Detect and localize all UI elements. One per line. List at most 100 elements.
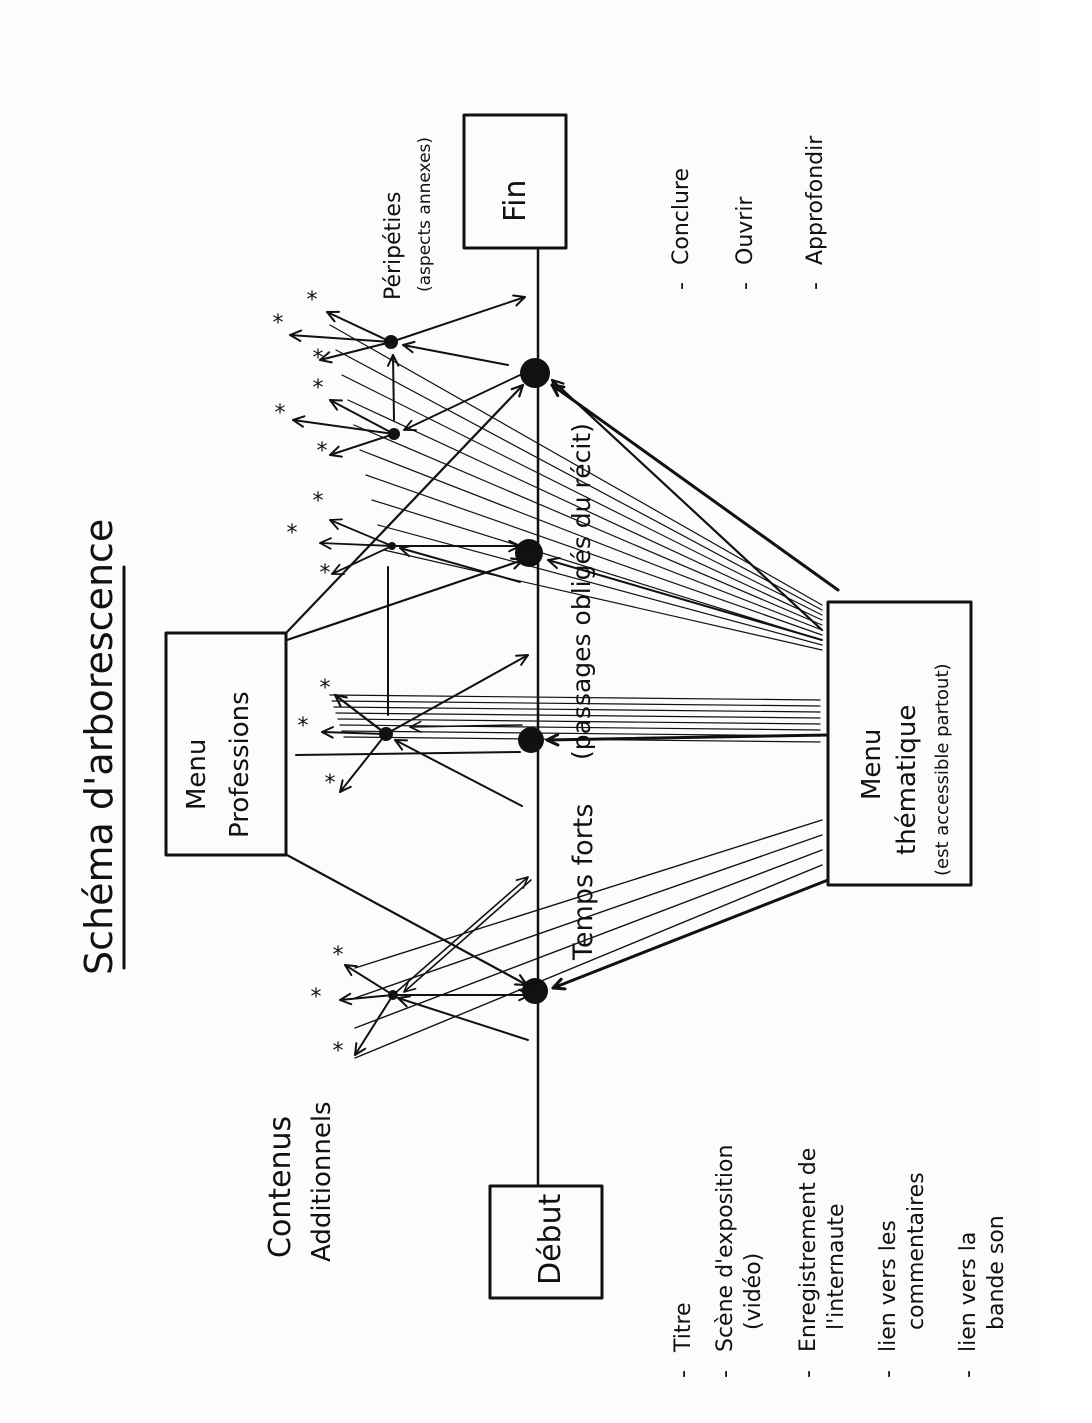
connector-line [337,718,821,725]
arrow-edge [329,433,395,458]
connector-line [333,706,821,713]
arrow-edge [339,992,394,1006]
connector-line [353,424,823,626]
asterisk-marker: * [333,1039,344,1064]
connector-line [329,694,821,701]
start-items-list: - Titre - Scène d'exposition(vidéo) - Enregis… [671,1145,1009,1378]
connector-line [371,499,823,641]
asterisk-marker: * [307,288,318,313]
arrow-edge [390,294,526,343]
asterisk-marker: * [325,771,336,796]
start-item-bullet: - [876,1370,901,1378]
arrow-edge [399,544,521,583]
additional-content-line2: Additionnels [307,1101,337,1262]
milestone-dot-2[interactable] [518,727,544,753]
arrow-edge [394,739,523,807]
arrow-edge [292,415,395,435]
connector-line [354,849,823,1029]
connector-line [365,474,823,636]
start-item-line1: Enregistrement de [796,1148,821,1352]
arrow-edge [403,374,521,431]
additional-content-line1: Contenus [263,1116,298,1258]
connector-line [295,751,521,756]
arrow-edge [391,539,521,553]
arrow-edge [402,340,509,366]
milestone-dot-1[interactable] [522,978,548,1004]
menu-thematique-node[interactable]: Menu thématique (est accessible partout) [826,600,973,887]
arrow-edge [319,341,392,364]
start-item-bullet: - [671,1370,696,1378]
title-group: Schéma d'arborescence [77,519,126,975]
menu-professions-line2: Professions [225,691,255,838]
start-item-bullet: - [796,1370,821,1378]
connector-line [335,712,821,719]
start-item-line1: Scène d'exposition [713,1145,738,1352]
connector-line [343,736,821,743]
start-node[interactable]: Début [488,1184,604,1300]
start-label: Début [533,1193,568,1285]
start-box[interactable] [488,1184,604,1300]
connector-line [354,864,823,1059]
arrow-edge [289,329,392,343]
start-item-line2: commentaires [904,1172,929,1330]
menu-professions-line1: Menu [182,739,212,810]
milestone-dot-4[interactable] [520,358,550,388]
menu-thematique-box[interactable] [826,600,973,887]
arrow-edge [285,853,529,987]
asterisk-marker: * [273,311,284,336]
asterisks: *************** [273,288,344,1064]
arrow-edge [386,354,400,421]
end-item-bullet: - [669,282,694,290]
start-item-line2: l'internaute [824,1203,849,1330]
arrow-edge [285,383,525,634]
connector-line [347,399,823,621]
menu-professions-node[interactable]: Menu Professions [164,631,288,857]
asterisk-marker: * [287,521,298,546]
arrow-edge [385,654,529,735]
paper-edge [1040,0,1092,1423]
asterisk-marker: * [311,985,322,1010]
diagram-title: Schéma d'arborescence [77,519,121,975]
end-label: Fin [498,180,533,222]
connector-line [339,724,821,731]
arrow-edge [547,557,823,641]
connector-line [331,700,821,707]
connector-line [354,819,823,969]
connector-line [359,449,823,631]
connector-line [341,374,823,616]
connector-line [354,834,823,999]
highlights-label: Temps forts [568,804,599,961]
arrow-edge [319,537,393,550]
connector-line [335,349,823,611]
asterisk-marker: * [333,943,344,968]
asterisk-marker: * [317,439,328,464]
arrow-edge [403,879,532,993]
arrow-edge [329,518,393,547]
end-item-label: Approfondir [803,135,828,265]
menu-professions-box[interactable] [164,631,288,857]
peripeties-line1: Péripéties [381,192,406,300]
arrow-edge [397,995,529,1041]
start-item-line1: lien vers la [956,1232,981,1352]
start-item-line1: Titre [671,1302,696,1353]
start-item-bullet: - [956,1370,981,1378]
menu-thematique-line1: Menu [857,729,887,800]
arrow-edge [392,876,529,996]
asterisk-marker: * [313,346,324,371]
start-item-line2: (vidéo) [741,1253,766,1330]
end-node[interactable]: Fin [462,113,568,250]
end-box[interactable] [462,113,568,250]
arrow-edge [392,988,531,1002]
arrow-edge [551,878,830,991]
end-item-label: Ouvrir [733,196,758,265]
arrow-edge [339,733,387,793]
end-item-bullet: - [803,282,828,290]
connector-line [383,549,823,651]
arrow-edge [329,399,395,435]
connector-line [329,324,823,606]
end-item-bullet: - [733,282,758,290]
menu-thematique-line3: (est accessible partout) [932,663,953,876]
asterisk-marker: * [313,376,324,401]
arrow-edge [409,720,523,733]
